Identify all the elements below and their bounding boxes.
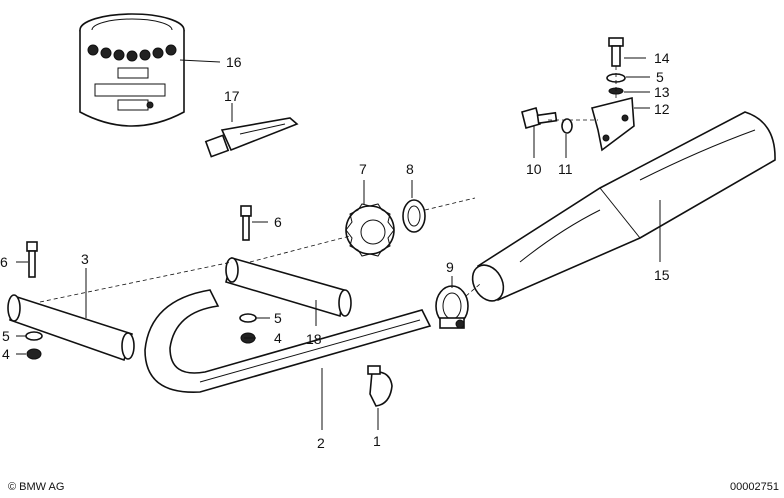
callout-4-left: 4 (2, 346, 10, 362)
callout-5-middle: 5 (274, 310, 282, 326)
exhaust-u-pipe (144, 289, 432, 393)
callout-17: 17 (224, 88, 240, 104)
cross-tube-left (7, 241, 135, 362)
sealant-tube (204, 117, 299, 158)
diagram-number: 00002751 (730, 481, 779, 493)
callout-10: 10 (526, 161, 542, 177)
leader-lines (16, 57, 661, 430)
assembly-centerlines (39, 66, 617, 303)
callout-2: 2 (317, 435, 325, 451)
callout-1: 1 (373, 433, 381, 449)
bracket-stack (591, 37, 635, 152)
callout-5-left: 5 (2, 328, 10, 344)
callout-15: 15 (654, 267, 670, 283)
callout-number-seven: 7 (359, 161, 367, 177)
toothed-nut (345, 203, 395, 257)
copyright-text: © BMW AG (8, 481, 64, 493)
callout-6-left: 6 (0, 254, 8, 270)
callout-11: 11 (558, 161, 573, 177)
cross-tube-middle (225, 205, 352, 344)
exhaust-clamp (435, 285, 469, 329)
gasket-ring (402, 199, 426, 233)
callout-5-top: 5 (656, 69, 664, 85)
hanger-clip (367, 365, 393, 407)
callout-13: 13 (654, 84, 670, 100)
bolt-and-washer (521, 107, 573, 134)
callout-3: 3 (81, 251, 89, 267)
callout-16: 16 (226, 54, 242, 70)
callout-4-middle: 4 (274, 330, 282, 346)
callout-14: 14 (654, 50, 670, 66)
callout-9: 9 (446, 259, 454, 275)
callout-6-middle: 6 (274, 214, 282, 230)
callout-18: 18 (306, 331, 322, 347)
grease-can (79, 13, 185, 127)
callout-number-eight: 8 (406, 161, 414, 177)
callout-12: 12 (654, 101, 670, 117)
muffler (471, 111, 776, 302)
